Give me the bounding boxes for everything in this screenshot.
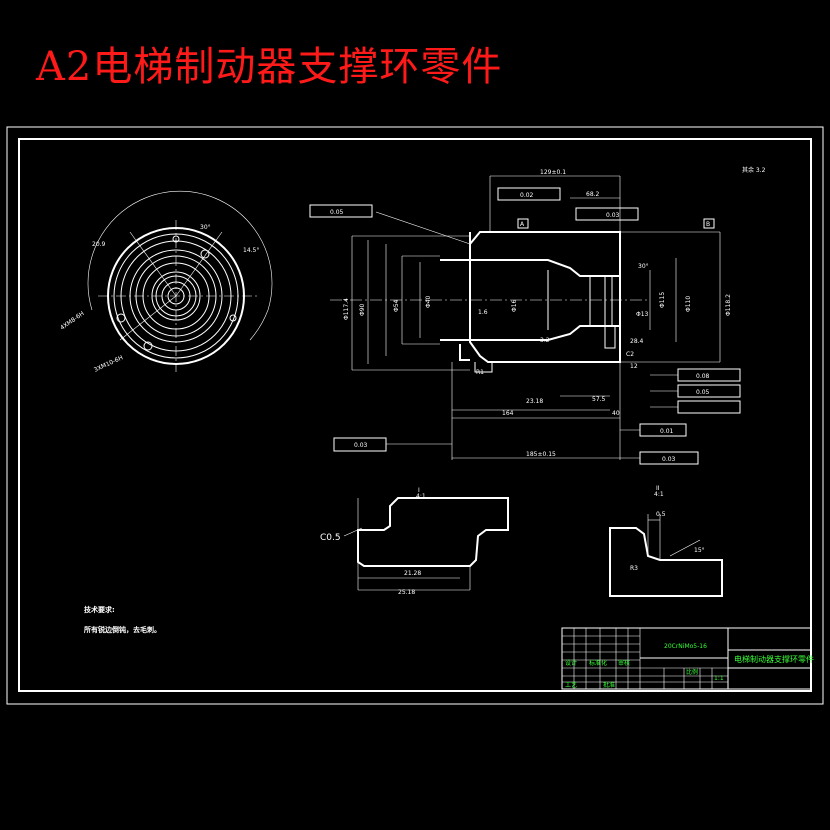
tb-cell-2: 标准化 <box>589 659 607 667</box>
detail-2-label: II <box>656 485 660 492</box>
dim-d54: Φ54 <box>393 299 400 312</box>
tb-cell-5: 批准 <box>603 681 615 689</box>
dim-30deg: 30° <box>638 263 649 270</box>
dim-d117: Φ117.4 <box>343 298 350 320</box>
front-dim-1: 20.9 <box>92 241 106 248</box>
inner-border <box>18 138 812 692</box>
dim-1-6: 1.6 <box>478 309 488 316</box>
detail-1-label: I <box>418 487 420 494</box>
dim-23-18: 23.18 <box>526 398 543 405</box>
tech-req-heading: 技术要求: <box>84 605 115 614</box>
tb-cell-3: 审核 <box>618 659 630 667</box>
dim-28-4: 28.4 <box>630 338 644 345</box>
section-view: 129±0.1 68.2 0.02 0.03 0.05 0.08 0.05 0.… <box>309 169 741 465</box>
dim-r1: R1 <box>476 369 484 376</box>
material-spec: 20CrNiMo5-16 <box>664 643 707 650</box>
dim-tol-5: 0.05 <box>696 389 710 396</box>
detail-2-dim-2: 15° <box>694 547 705 554</box>
tb-cell-7: 1:1 <box>714 675 724 682</box>
detail-1-scale: 4:1 <box>416 493 426 500</box>
front-dim-4: 4XM8-6H <box>59 310 85 331</box>
detail-1-dim-2: 25.18 <box>398 589 415 596</box>
part-name: 电梯制动器支撑环零件 <box>734 654 814 664</box>
detail-view-2: II 4:1 0.5 15° R3 <box>609 485 723 597</box>
front-dim-5: 3XM10-6H <box>93 354 124 374</box>
dim-57-5: 57.5 <box>592 396 606 403</box>
dim-d115: Φ115 <box>659 292 666 308</box>
roughness-note: 其余 3.2 <box>742 166 766 174</box>
dim-tol-6: 0.01 <box>660 428 674 435</box>
front-dim-2: 30° <box>200 224 211 231</box>
dim-129: 129±0.1 <box>540 169 566 176</box>
dim-d110: Φ110 <box>685 296 692 312</box>
front-view: 20.9 30° 14.5° 4XM8-6H 3XM10-6H <box>59 190 273 374</box>
dim-d16: Φ16 <box>511 299 518 312</box>
dim-c2: C2 <box>626 351 634 358</box>
dim-3-2: 3.2 <box>540 337 550 344</box>
dim-d40: Φ40 <box>425 295 432 308</box>
dim-d90: Φ90 <box>359 303 366 316</box>
detail-view-1: I 4:1 C0.5 21.28 25.18 <box>320 487 509 596</box>
tb-cell-6: 比例 <box>686 668 698 676</box>
dim-tol-3: 0.05 <box>330 209 344 216</box>
detail-2-scale: 4:1 <box>654 491 664 498</box>
tech-req-text: 所有锐边倒钝，去毛刺。 <box>84 625 161 634</box>
dim-40: 40 <box>612 410 620 417</box>
dim-68-2: 68.2 <box>586 191 600 198</box>
dim-tol-7: 0.03 <box>662 456 676 463</box>
dim-d118: Φ118.2 <box>725 294 732 316</box>
detail-2-dim-3: R3 <box>630 565 638 572</box>
tb-cell-4: 工艺 <box>565 681 577 689</box>
dim-tol-4: 0.08 <box>696 373 710 380</box>
title-block: 20CrNiMo5-16 电梯制动器支撑环零件 设计 标准化 审核 工艺 批准 … <box>561 627 814 690</box>
dim-tol-2: 0.03 <box>606 212 620 219</box>
datum-a: A <box>520 221 525 228</box>
dim-164: 164 <box>502 410 514 417</box>
drawing-title: A2电梯制动器支撑环零件 <box>36 44 503 90</box>
dim-d13: Φ13 <box>636 311 649 318</box>
datum-b: B <box>706 221 710 228</box>
dim-tol-1: 0.02 <box>520 192 534 199</box>
detail-2-dim-1: 0.5 <box>656 511 666 518</box>
outer-border <box>6 126 824 705</box>
tb-cell-1: 设计 <box>565 659 577 667</box>
detail-1-chamfer: C0.5 <box>320 533 341 543</box>
dim-12: 12 <box>630 363 638 370</box>
front-dim-3: 14.5° <box>243 247 259 254</box>
dim-tol-8: 0.03 <box>354 442 368 449</box>
dim-185: 185±0.15 <box>526 451 556 458</box>
detail-1-dim-1: 21.28 <box>404 570 421 577</box>
